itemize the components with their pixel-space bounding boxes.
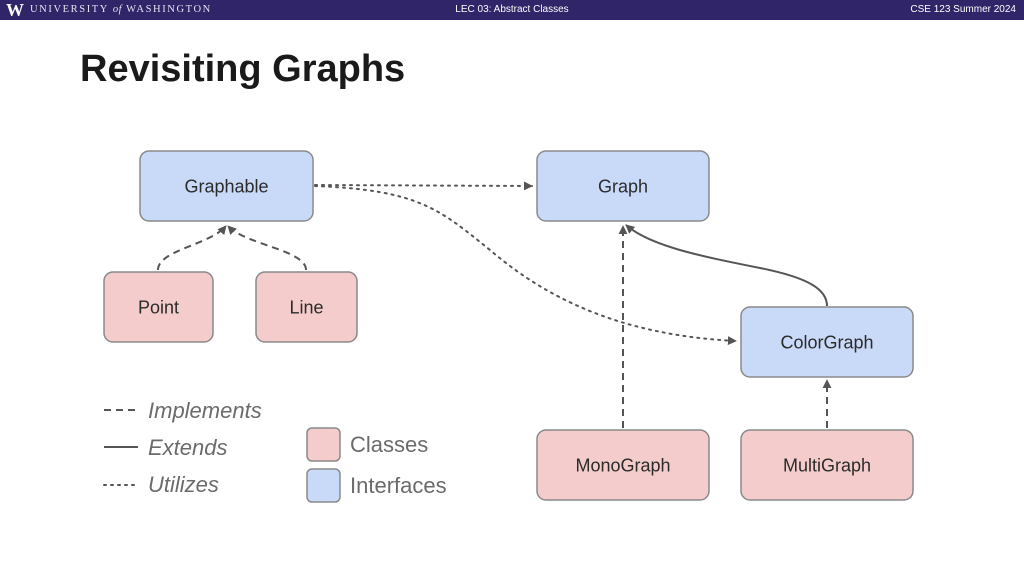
node-monograph-label: MonoGraph — [575, 456, 670, 476]
node-graphable-label: Graphable — [184, 177, 268, 197]
edge-line-implements-graphable — [227, 225, 307, 271]
legend-classes-label: Classes — [350, 432, 428, 457]
course-term: CSE 123 Summer 2024 — [910, 4, 1016, 15]
legend-interfaces-label: Interfaces — [350, 473, 447, 498]
node-line: Line — [255, 271, 358, 343]
uw-logo: W UNIVERSITY of WASHINGTON — [6, 1, 212, 19]
node-line-label: Line — [289, 298, 323, 318]
node-colorgraph: ColorGraph — [740, 306, 914, 378]
node-multigraph-label: MultiGraph — [783, 456, 871, 476]
page-title: Revisiting Graphs — [80, 48, 406, 90]
node-graphable: Graphable — [139, 150, 314, 222]
node-colorgraph-label: ColorGraph — [780, 333, 873, 353]
node-graph-label: Graph — [598, 177, 648, 197]
legend-utilizes-label: Utilizes — [148, 472, 219, 497]
edge-colorgraph-extends-graph — [625, 224, 828, 307]
legend: Implements Extends Utilizes Classes Inte… — [103, 398, 447, 503]
node-multigraph: MultiGraph — [740, 429, 914, 501]
edge-graphable-utilizes-colorgraph — [314, 185, 737, 346]
legend-implements-label: Implements — [148, 398, 262, 423]
node-monograph: MonoGraph — [536, 429, 710, 501]
node-point-label: Point — [138, 298, 179, 318]
node-point: Point — [103, 271, 214, 343]
edge-point-implements-graphable — [157, 225, 227, 271]
diagram-edges — [157, 181, 832, 428]
node-graph: Graph — [536, 150, 710, 222]
legend-interfaces-swatch — [306, 468, 341, 503]
university-name: UNIVERSITY of WASHINGTON — [30, 4, 212, 15]
uw-w-logo-icon: W — [6, 0, 24, 20]
header-bar: W UNIVERSITY of WASHINGTON LEC 03: Abstr… — [0, 0, 1024, 20]
legend-extends-label: Extends — [148, 435, 228, 460]
legend-classes-swatch — [306, 427, 341, 462]
lecture-title: LEC 03: Abstract Classes — [455, 4, 569, 15]
edge-graphable-utilizes-graph — [314, 181, 533, 191]
